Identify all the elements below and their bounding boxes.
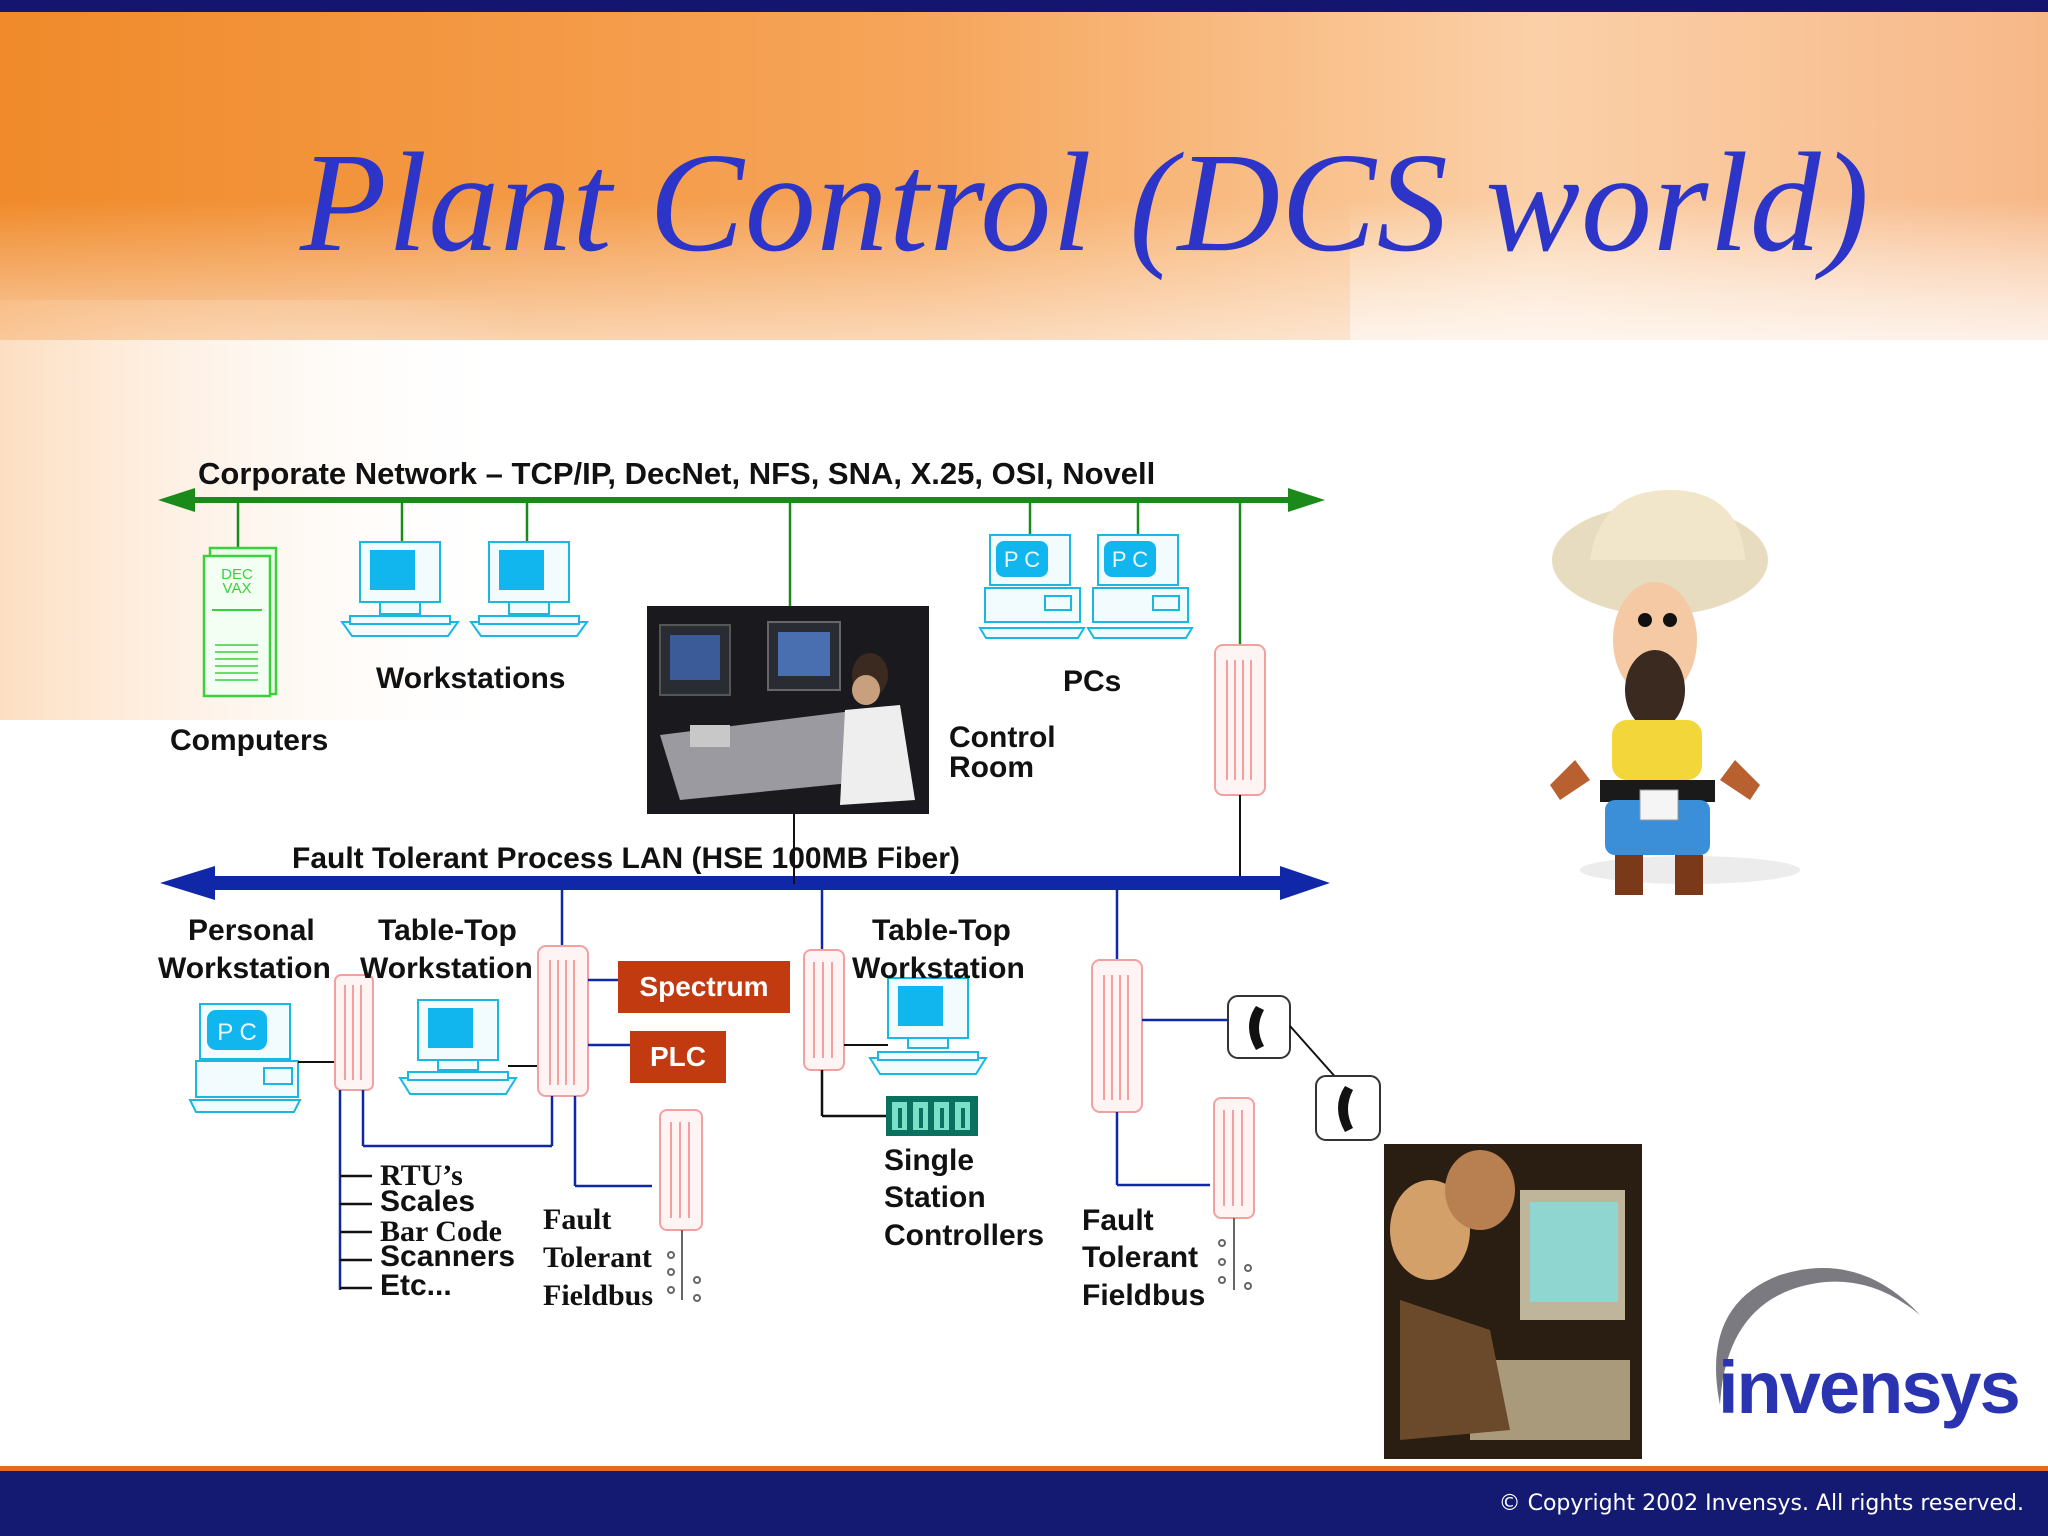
decvax-label-2: VAX bbox=[223, 580, 252, 597]
fieldbus-cabinet-1 bbox=[659, 1109, 703, 1231]
personal-workstation-pc-icon: P C bbox=[188, 1003, 302, 1113]
fault-tolerant-1-label-2: Tolerant bbox=[543, 1241, 652, 1274]
fieldbus-connector-icon-2 bbox=[1218, 1218, 1252, 1290]
fault-tolerant-2-label-3: Fieldbus bbox=[1082, 1279, 1206, 1312]
single-station-controllers-icon bbox=[886, 1096, 978, 1136]
fault-tolerant-2-label-2: Tolerant bbox=[1082, 1241, 1199, 1274]
tabletop-workstation-icon-1 bbox=[398, 999, 518, 1095]
workstation-icon-1 bbox=[340, 541, 460, 637]
etc-label: Etc... bbox=[380, 1269, 452, 1302]
process-lan-line bbox=[160, 866, 1330, 900]
barcode-label: Bar Code bbox=[380, 1215, 502, 1248]
workstation-icon-2 bbox=[469, 541, 589, 637]
control-room-photo bbox=[647, 606, 929, 814]
svg-text:P C: P C bbox=[1112, 547, 1148, 572]
telephone-icon-2 bbox=[1315, 1075, 1381, 1141]
tabletop-2-label-1: Table-Top bbox=[872, 914, 1011, 947]
workstations-label: Workstations bbox=[376, 662, 566, 695]
fieldbus-cabinet-2 bbox=[1213, 1097, 1255, 1219]
copyright-notice: © Copyright 2002 Invensys. All rights re… bbox=[1498, 1491, 2024, 1516]
decvax-label-1: DEC bbox=[221, 566, 253, 583]
cabinet-personal bbox=[334, 974, 374, 1091]
corporate-network-label: Corporate Network – TCP/IP, DecNet, NFS,… bbox=[198, 456, 1156, 491]
computers-label: Computers bbox=[170, 724, 329, 757]
pc-icon-1: P C bbox=[978, 534, 1086, 639]
svg-text:P C: P C bbox=[217, 1019, 257, 1046]
fault-tolerant-2-label-1: Fault bbox=[1082, 1204, 1154, 1237]
cowboy-mascot-image bbox=[1550, 490, 1800, 895]
telephone-icon-1 bbox=[1227, 995, 1291, 1059]
personal-workstation-label-1: Personal bbox=[188, 914, 315, 947]
personal-workstation-label-2: Workstation bbox=[158, 952, 331, 985]
cabinet-tabletop-1 bbox=[537, 945, 589, 1097]
slide-title: Plant Control (DCS world) bbox=[300, 123, 1871, 281]
svg-text:P C: P C bbox=[1004, 547, 1040, 572]
single-station-controllers-label-2: Station bbox=[884, 1181, 986, 1214]
single-station-controllers-label-3: Controllers bbox=[884, 1219, 1045, 1252]
cabinet-right bbox=[1091, 959, 1143, 1113]
corporate-drops bbox=[236, 500, 1242, 645]
fault-tolerant-1-label-3: Fieldbus bbox=[543, 1279, 654, 1312]
control-room-label-2: Room bbox=[949, 751, 1034, 784]
fault-tolerant-1-label-1: Fault bbox=[543, 1203, 612, 1236]
corporate-network-line bbox=[158, 488, 1325, 512]
tabletop-2-label-2: Workstation bbox=[852, 952, 1025, 985]
invensys-logo: invensys bbox=[1718, 1346, 2021, 1429]
process-lan-drops bbox=[560, 890, 1119, 960]
pc-icon-2: P C bbox=[1086, 534, 1194, 639]
cabinet-tabletop-2 bbox=[803, 949, 845, 1071]
plc-box: PLC bbox=[630, 1031, 726, 1083]
control-room-label-1: Control bbox=[949, 721, 1056, 754]
tabletop-1-label-2: Workstation bbox=[360, 952, 533, 985]
rtu-ticks bbox=[340, 1174, 372, 1290]
field-wiring-left bbox=[338, 1090, 652, 1290]
fault-tolerant-cabinet-top bbox=[1214, 644, 1266, 796]
pcs-label: PCs bbox=[1063, 665, 1122, 698]
tabletop-workstation-icon-2 bbox=[868, 977, 988, 1075]
scanners-label: Scanners bbox=[380, 1240, 516, 1273]
scales-label: Scales bbox=[380, 1185, 476, 1218]
operators-photo bbox=[1384, 1144, 1642, 1459]
rtus-label: RTU’s bbox=[380, 1159, 463, 1192]
dec-vax-computer-icon: DEC VAX bbox=[202, 546, 278, 698]
fieldbus-connector-icon-1 bbox=[667, 1230, 701, 1302]
spectrum-box: Spectrum bbox=[618, 961, 790, 1013]
single-station-controllers-label-1: Single bbox=[884, 1144, 975, 1177]
tabletop-1-label-1: Table-Top bbox=[378, 914, 517, 947]
process-lan-label: Fault Tolerant Process LAN (HSE 100MB Fi… bbox=[292, 842, 960, 875]
